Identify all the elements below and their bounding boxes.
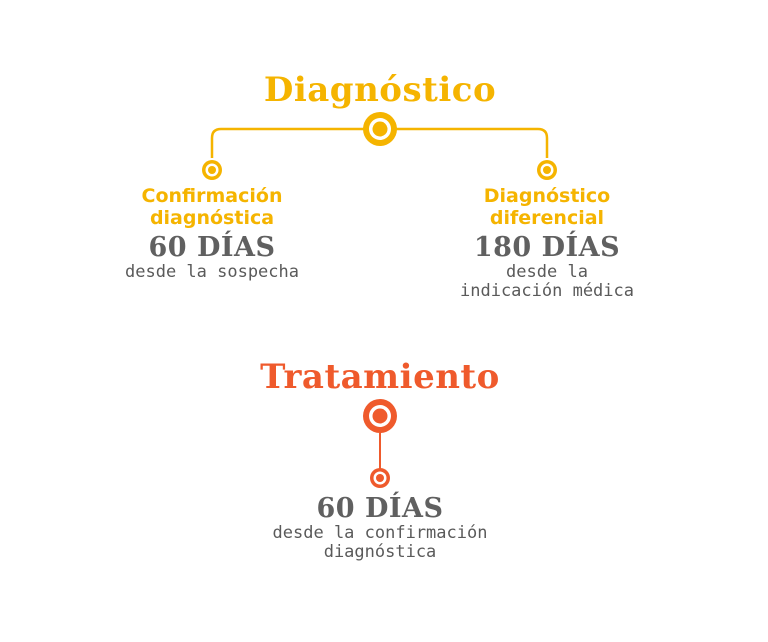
tratamiento-desc-line1: desde la confirmación [272,523,488,543]
diferencial-desc-line1: desde la [506,262,588,282]
diferencial-days: 180 DÍAS [473,232,621,263]
confirmacion-label-line1: Confirmación [141,185,283,207]
confirmacion-desc-line1: desde la sospecha [125,262,299,282]
diagnostico-title: Diagnóstico [263,70,497,110]
tratamiento-desc-line2: diagnóstica [323,542,437,562]
diferencial-node-icon [537,160,557,180]
tratamiento-node-icon [370,468,390,488]
diferencial-label-line2: diferencial [489,207,605,229]
diferencial-branch: Diagnóstico diferencial 180 DÍAS desde l… [417,185,677,301]
tratamiento-title: Tratamiento [260,357,500,397]
tratamiento-detail: 60 DÍAS desde la confirmación diagnóstic… [190,494,570,562]
diferencial-label-line1: Diagnóstico [483,185,611,207]
confirmacion-label-line2: diagnóstica [149,207,275,229]
confirmacion-node-icon [202,160,222,180]
tratamiento-days: 60 DÍAS [316,493,444,524]
tratamiento-target-icon [363,399,397,433]
diferencial-desc-line2: indicación médica [460,281,634,301]
diagnostico-target-icon [363,112,397,146]
confirmacion-branch: Confirmación diagnóstica 60 DÍAS desde l… [82,185,342,282]
confirmacion-days: 60 DÍAS [148,232,276,263]
